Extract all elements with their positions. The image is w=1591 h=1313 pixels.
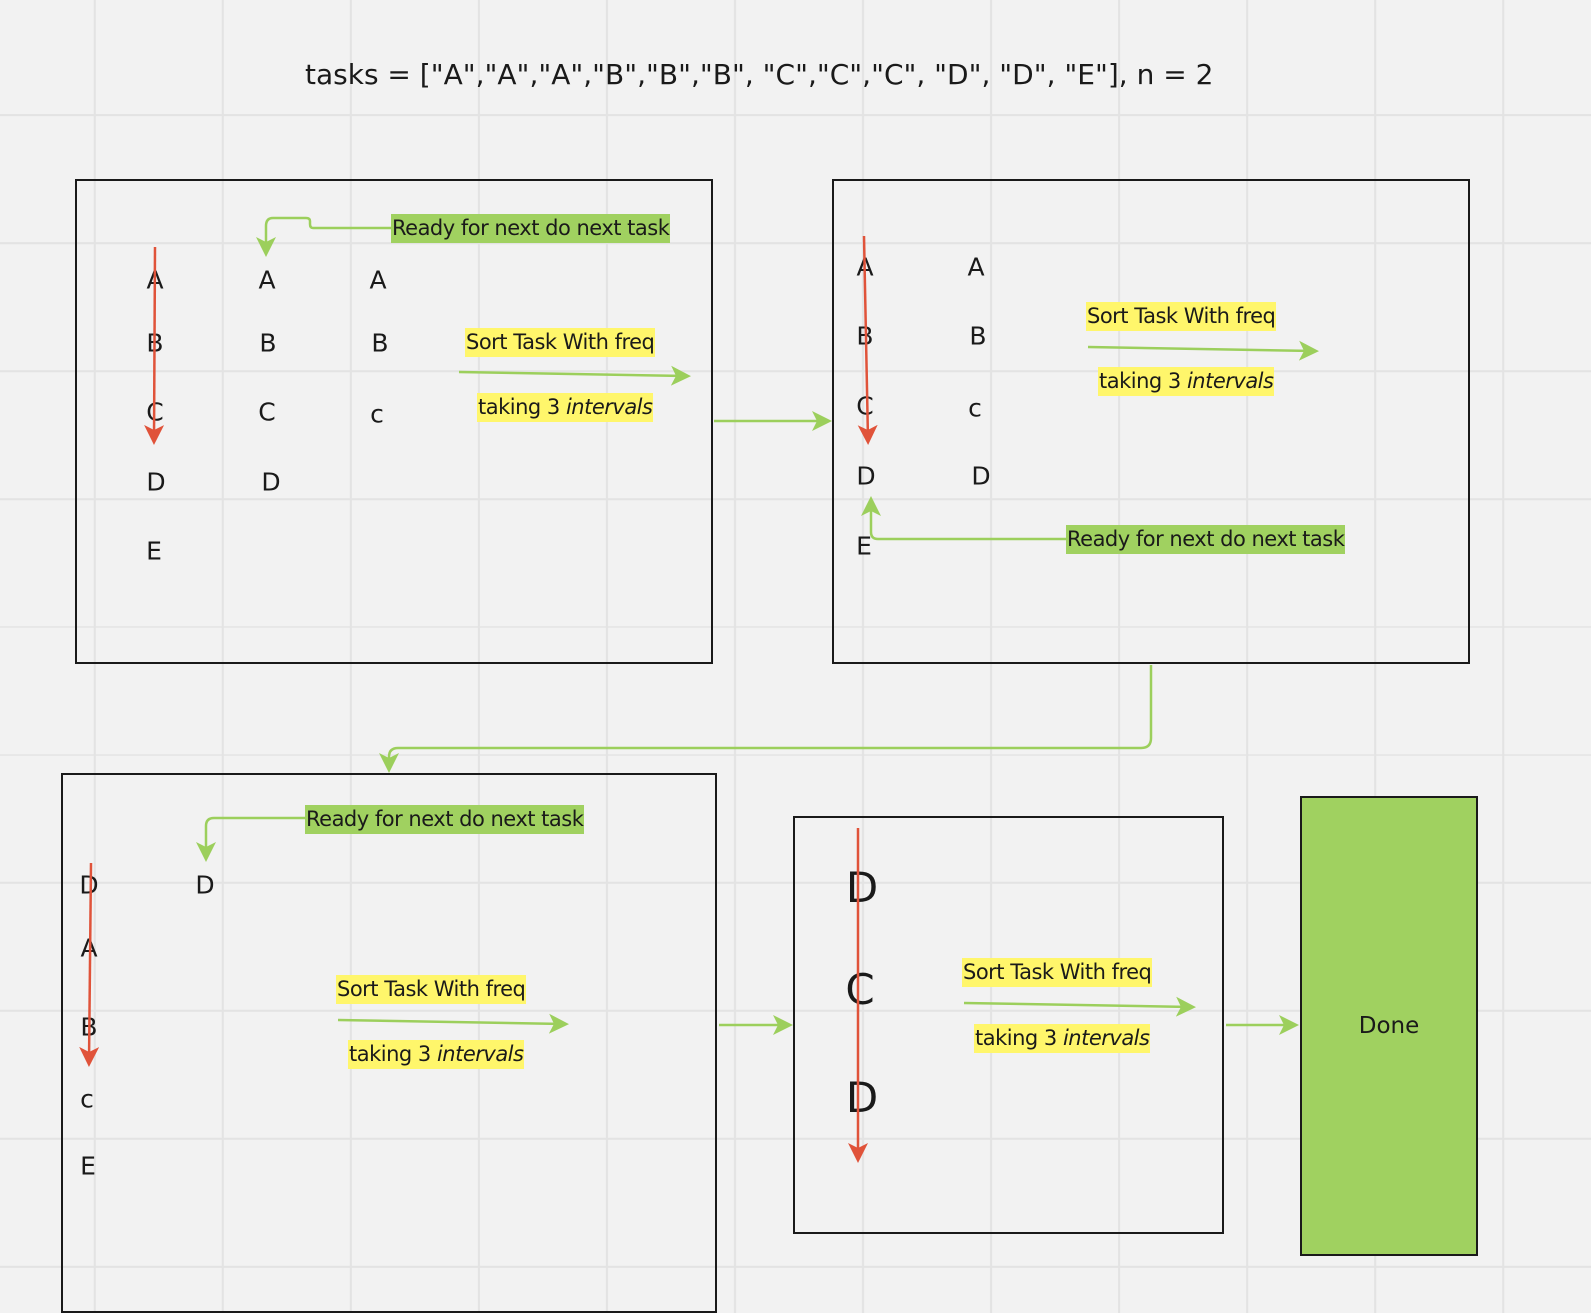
taking-text: taking 3	[975, 1026, 1063, 1050]
task-letter: D	[195, 870, 215, 900]
task-letter: B	[371, 328, 389, 358]
task-letter: C	[845, 965, 875, 1014]
scan-arrow	[144, 246, 165, 445]
sort-arrow	[963, 996, 1196, 1017]
step2-frame[interactable]	[832, 179, 1470, 664]
intervals-text: intervals	[565, 395, 653, 419]
intervals-text: intervals	[1186, 369, 1274, 393]
task-letter: A	[258, 265, 276, 295]
task-letter: C	[258, 397, 276, 427]
sort-arrow	[458, 365, 691, 386]
task-letter: D	[845, 1073, 879, 1122]
taking-text: taking 3	[1099, 369, 1187, 393]
done-label: Done	[1358, 1013, 1420, 1039]
sort-label: Sort Task With freq	[336, 975, 527, 1004]
taking-label: taking 3 intervals	[348, 1040, 525, 1069]
task-letter: A	[369, 265, 387, 295]
task-letter: E	[80, 1151, 96, 1181]
task-letter: E	[146, 536, 162, 566]
sort-arrow	[1087, 340, 1319, 361]
taking-text: taking 3	[478, 395, 566, 419]
task-letter: D	[971, 461, 991, 491]
ready-arrow	[861, 496, 1067, 541]
task-letter: c	[80, 1084, 94, 1114]
task-letter: c	[968, 393, 982, 423]
taking-label: taking 3 intervals	[477, 393, 654, 422]
tasks-title: tasks = ["A","A","A","B","B","B", "C","C…	[305, 58, 1214, 91]
ready-label: Ready for next do next task	[391, 214, 671, 243]
step1-frame[interactable]	[75, 179, 713, 664]
task-letter: c	[370, 399, 384, 429]
ready-label: Ready for next do next task	[305, 805, 585, 834]
flow-arrow	[379, 665, 1153, 773]
task-letter: D	[261, 467, 281, 497]
scan-arrow	[857, 235, 878, 445]
task-letter: B	[259, 328, 277, 358]
sort-arrow	[337, 1013, 569, 1034]
intervals-text: intervals	[1062, 1026, 1150, 1050]
ready-arrow	[196, 816, 306, 862]
sort-label: Sort Task With freq	[962, 958, 1153, 987]
task-letter: B	[969, 321, 987, 351]
task-letter: D	[146, 467, 166, 497]
task-letter: D	[79, 870, 99, 900]
scan-arrow	[79, 862, 100, 1067]
step4-frame[interactable]	[793, 816, 1224, 1234]
sort-label: Sort Task With freq	[465, 328, 656, 357]
task-letter: D	[845, 863, 879, 912]
task-letter: A	[967, 252, 985, 282]
taking-label: taking 3 intervals	[974, 1024, 1151, 1053]
intervals-text: intervals	[436, 1042, 524, 1066]
ready-arrow	[256, 216, 392, 257]
taking-text: taking 3	[349, 1042, 437, 1066]
task-letter: E	[856, 531, 872, 561]
task-letter: D	[856, 461, 876, 491]
done-box[interactable]: Done	[1300, 796, 1478, 1256]
sort-label: Sort Task With freq	[1086, 302, 1277, 331]
ready-label: Ready for next do next task	[1066, 525, 1346, 554]
task-letter: C	[856, 391, 874, 421]
taking-label: taking 3 intervals	[1098, 367, 1275, 396]
